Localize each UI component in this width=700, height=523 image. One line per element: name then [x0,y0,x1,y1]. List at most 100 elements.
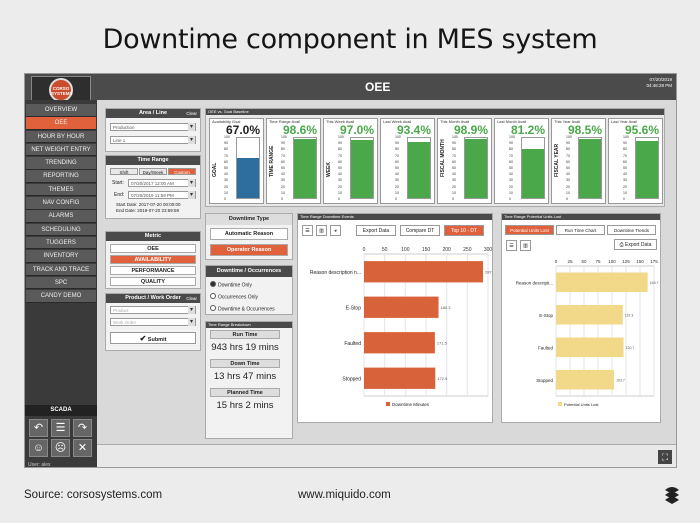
user-add-icon[interactable]: ☺ [29,439,48,457]
downtime-events-panel: Time Range Downtime Events ☰ ▥ ◕ Export … [297,213,493,423]
submit-label: Submit [147,337,167,343]
sidebar-item-net-weight-entry[interactable]: NET WEIGHT ENTRY [26,143,96,157]
kpi-value: 93.4% [396,123,431,137]
sidebar-item-hour-by-hour[interactable]: HOUR BY HOUR [26,130,96,144]
run-time-label: Run Time [210,330,280,339]
work-order-select[interactable]: Work Order [110,318,196,326]
kpi-axis-tick: 20 [338,184,342,189]
sidebar-item-track-and-trace[interactable]: TRACK AND TRACE [26,263,96,277]
fullscreen-icon[interactable]: ⛶ [658,450,672,464]
radio-downtime-occurrences[interactable]: Downtime & Occurrences [210,305,275,313]
units-tab-2[interactable]: Downtime Trends [607,225,656,235]
kpi-axis-tick: 20 [452,184,456,189]
kpi-value: 98.9% [453,123,488,137]
bar[interactable] [556,305,623,325]
sidebar-item-inventory[interactable]: INVENTORY [26,250,96,263]
bar-value-label: 119.3 [625,313,634,317]
headline: Downtime component in MES system [102,24,598,55]
x-tick-label: 50 [382,247,388,253]
radio-occurrences-only[interactable]: Occurrences Only [210,293,258,301]
kpi-axis-tick: 0 [281,197,283,201]
kpi-bar-fill [237,158,259,198]
logo: CORSO SYSTEMS [31,76,91,102]
metric-performance[interactable]: PERFORMANCE [110,266,196,275]
downtime-type-automatic-reason[interactable]: Automatic Reason [210,228,288,240]
bar[interactable] [364,332,435,354]
units-export-button[interactable]: ⎙ Export Data [614,239,657,250]
downtime-chart-button-2[interactable]: Top 10 - DT [444,225,484,236]
time-breakdown-header: Time Range Breakdown [206,322,292,328]
sidebar-item-spc[interactable]: SPC [26,276,96,290]
planned-time-value: 15 hrs 2 mins [216,400,274,411]
sidebar-item-scheduling[interactable]: SCHEDULING [26,223,96,237]
kpi-axis-tick: 10 [452,190,456,195]
kpi-axis-tick: 70 [509,153,513,158]
metric-quality[interactable]: QUALITY [110,277,196,286]
sidebar-item-reporting[interactable]: REPORTING [26,170,96,183]
units-table-icon[interactable]: ☰ [506,240,517,251]
x-tick-label: 75 [595,259,601,264]
close-icon[interactable]: ✕ [73,439,92,457]
kpi-axis-tick: 50 [509,166,513,170]
product-clear[interactable]: Clear [186,296,197,301]
line-select[interactable]: Line 1 [110,136,196,144]
start-input[interactable]: 07/20/2017 12:00 AM [128,179,196,187]
sidebar-item-nav-config[interactable]: NAV CONFIG [26,197,96,210]
kpi-axis-tick: 70 [281,153,285,158]
sidebar-item-candy-demo[interactable]: CANDY DEMO [26,290,96,303]
bar[interactable] [364,261,483,283]
back-icon[interactable]: ↶ [29,419,48,437]
forward-icon[interactable]: ↷ [73,419,92,437]
kpi-axis-tick: 50 [338,166,342,170]
planned-time-label: Planned Time [210,388,280,397]
downtime-chart-button-1[interactable]: Compare DT [400,225,440,236]
tab-dayweek[interactable]: Day/Week [139,168,167,175]
kpi-axis-tick: 90 [224,141,228,146]
table-view-icon[interactable]: ☰ [302,225,313,236]
product-select[interactable]: Product [110,306,196,314]
kpi-axis-tick: 30 [566,178,570,183]
list-icon[interactable]: ☰ [51,419,70,437]
user-remove-icon[interactable]: ☹ [51,439,70,457]
pie-chart-icon[interactable]: ◕ [330,225,341,236]
bar-chart-icon[interactable]: ▥ [316,225,327,236]
kpi-axis-tick: 10 [509,190,513,195]
tab-custom[interactable]: Custom [168,168,196,175]
submit-button[interactable]: ✔ Submit [110,332,196,344]
downtime-chart-button-0[interactable]: Export Data [356,225,396,236]
kpi-bar-fill [351,140,373,198]
sidebar-item-oee[interactable]: OEE [26,117,96,130]
kpi-bar-fill [579,139,601,198]
units-tab-0[interactable]: Potential Units Lost [505,225,554,235]
bar[interactable] [364,296,439,318]
bar[interactable] [556,370,615,390]
area-select[interactable]: Production [110,123,196,131]
sidebar-item-trending[interactable]: TRENDING [26,157,96,170]
metric-availability[interactable]: AVAILABILITY [110,255,196,264]
sidebar-item-alarms[interactable]: ALARMS [26,210,96,223]
bar[interactable] [364,367,436,389]
sidebar-item-themes[interactable]: THEMES [26,183,96,197]
metric-oee[interactable]: OEE [110,244,196,253]
sidebar-item-overview[interactable]: OVERVIEW [26,104,96,117]
units-bar-icon[interactable]: ▥ [520,240,531,251]
bar[interactable] [556,337,624,358]
sidebar-item-tuggers[interactable]: TUGGERS [26,236,96,250]
kpi-axis-tick: 10 [623,190,627,195]
area-line-clear[interactable]: Clear [186,111,197,116]
end-input[interactable]: 07/20/2019 11:59 PM [128,191,196,199]
bar-value-label: 103.7 [616,378,625,382]
down-time-label: Down Time [210,359,280,368]
radio-downtime-only[interactable]: Downtime Only [210,281,252,289]
legend-label: Downtime Minutes [392,402,430,407]
bar[interactable] [556,272,648,293]
units-tab-1[interactable]: Run Time Chart [556,225,605,235]
tab-shift[interactable]: Shift [110,168,138,175]
downtime-type-operator-reason[interactable]: Operator Reason [210,244,288,256]
